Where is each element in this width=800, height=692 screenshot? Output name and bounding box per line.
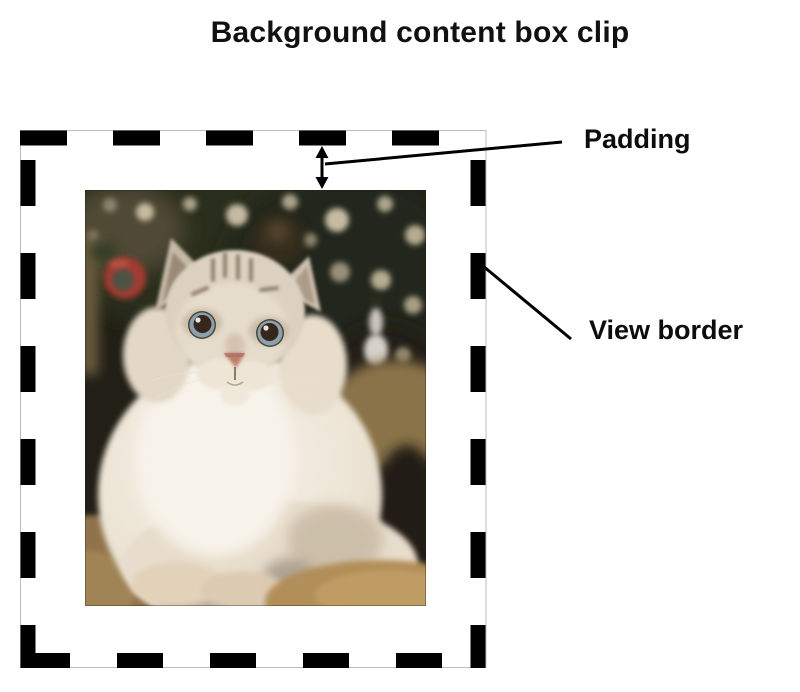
cat	[98, 238, 418, 606]
photo-edge	[85, 190, 426, 606]
blurred-ornaments	[89, 214, 388, 366]
padding-label: Padding	[584, 124, 691, 154]
padding-pointer-line	[324, 140, 563, 166]
cat-photo	[85, 190, 426, 606]
view-border-label: View border	[589, 315, 744, 345]
padding-arrow-icon	[315, 146, 329, 189]
cat-eyes	[188, 311, 284, 347]
diagram-title: Background content box clip	[210, 16, 630, 49]
tabby-stripes	[191, 252, 279, 296]
cat-whiskers	[148, 371, 316, 399]
couch-foreground	[265, 560, 426, 606]
view-border-pointer-line	[482, 264, 572, 341]
dashed-border	[20, 130, 486, 668]
